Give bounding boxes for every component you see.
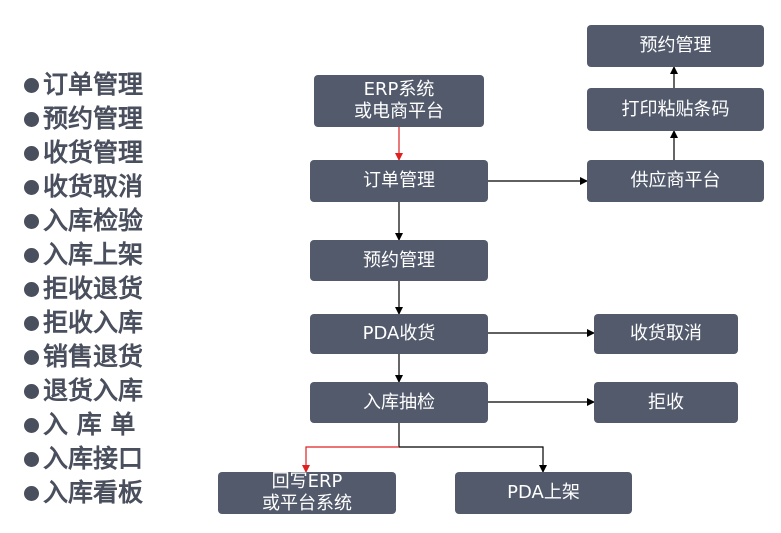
bullet-dot-icon <box>24 383 39 399</box>
node-erp: ERP系统 或电商平台 <box>314 75 484 127</box>
node-supplier: 供应商平台 <box>587 160 764 202</box>
bullet-dot-icon <box>24 281 39 297</box>
bullet-dot-icon <box>24 485 39 501</box>
list-item: 预约管理 <box>24 102 143 136</box>
node-print-label: 打印粘贴条码 <box>587 88 764 131</box>
bullet-dot-icon <box>24 315 39 331</box>
bullet-dot-icon <box>24 213 39 229</box>
node-order: 订单管理 <box>310 160 488 202</box>
bullet-dot-icon <box>24 417 39 433</box>
node-reject: 拒收 <box>594 382 738 423</box>
edge-branch-writeback <box>302 446 399 473</box>
node-pda-receive: PDA收货 <box>310 314 488 354</box>
bullet-list: 订单管理 预约管理 收货管理 收货取消 入库检验 入库上架 拒收退货 拒收入库 … <box>24 68 143 510</box>
node-pda-shelf: PDA上架 <box>455 472 632 514</box>
list-item: 收货取消 <box>24 170 143 204</box>
bullet-dot-icon <box>24 451 39 467</box>
node-writeback: 回写ERP 或平台系统 <box>218 472 396 514</box>
bullet-dot-icon <box>24 145 39 161</box>
list-item: 入库检验 <box>24 204 143 238</box>
node-inbound-check: 入库抽检 <box>310 382 488 423</box>
list-item: 入 库 单 <box>24 408 143 442</box>
node-reserve-top: 预约管理 <box>587 25 764 67</box>
list-item: 收货管理 <box>24 136 143 170</box>
bullet-dot-icon <box>24 349 39 365</box>
list-item: 订单管理 <box>24 68 143 102</box>
list-item: 销售退货 <box>24 340 143 374</box>
edge-branch-shelf <box>399 446 547 473</box>
node-cancel-receive: 收货取消 <box>594 314 738 354</box>
bullet-dot-icon <box>24 179 39 195</box>
list-item: 拒收退货 <box>24 272 143 306</box>
list-item: 拒收入库 <box>24 306 143 340</box>
list-item: 退货入库 <box>24 374 143 408</box>
list-item: 入库看板 <box>24 476 143 510</box>
bullet-dot-icon <box>24 111 39 127</box>
node-reserve-main: 预约管理 <box>310 240 488 281</box>
bullet-dot-icon <box>24 247 39 263</box>
bullet-dot-icon <box>24 77 39 93</box>
list-item: 入库上架 <box>24 238 143 272</box>
list-item: 入库接口 <box>24 442 143 476</box>
